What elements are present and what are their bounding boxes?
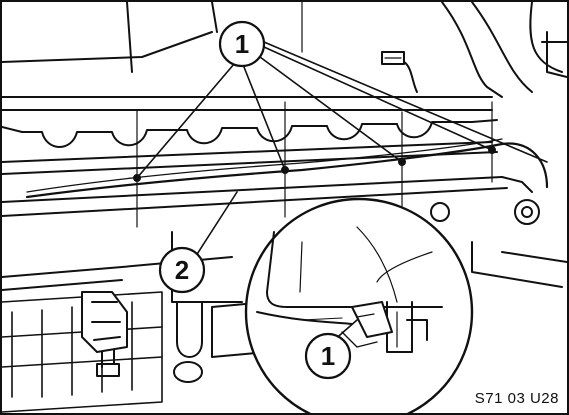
body-panel-outline [2,2,567,98]
callout-2-label: 2 [175,255,189,285]
callout-1-top-label: 1 [235,29,249,59]
callout-1-detail: 1 [304,332,352,380]
rear-cross-member [2,96,508,217]
detail-inset [244,197,474,413]
leader-lines [136,41,548,343]
side-bracket [430,176,567,288]
callout-1-top: 1 [218,20,266,68]
callout-1-detail-label: 1 [321,341,335,371]
figure-identifier: S71 03 U28 [474,390,559,407]
trailer-socket-connector [81,291,128,377]
callout-2: 2 [158,246,206,294]
wiring-harness [25,138,549,199]
electrical-connector-upper [381,51,418,93]
